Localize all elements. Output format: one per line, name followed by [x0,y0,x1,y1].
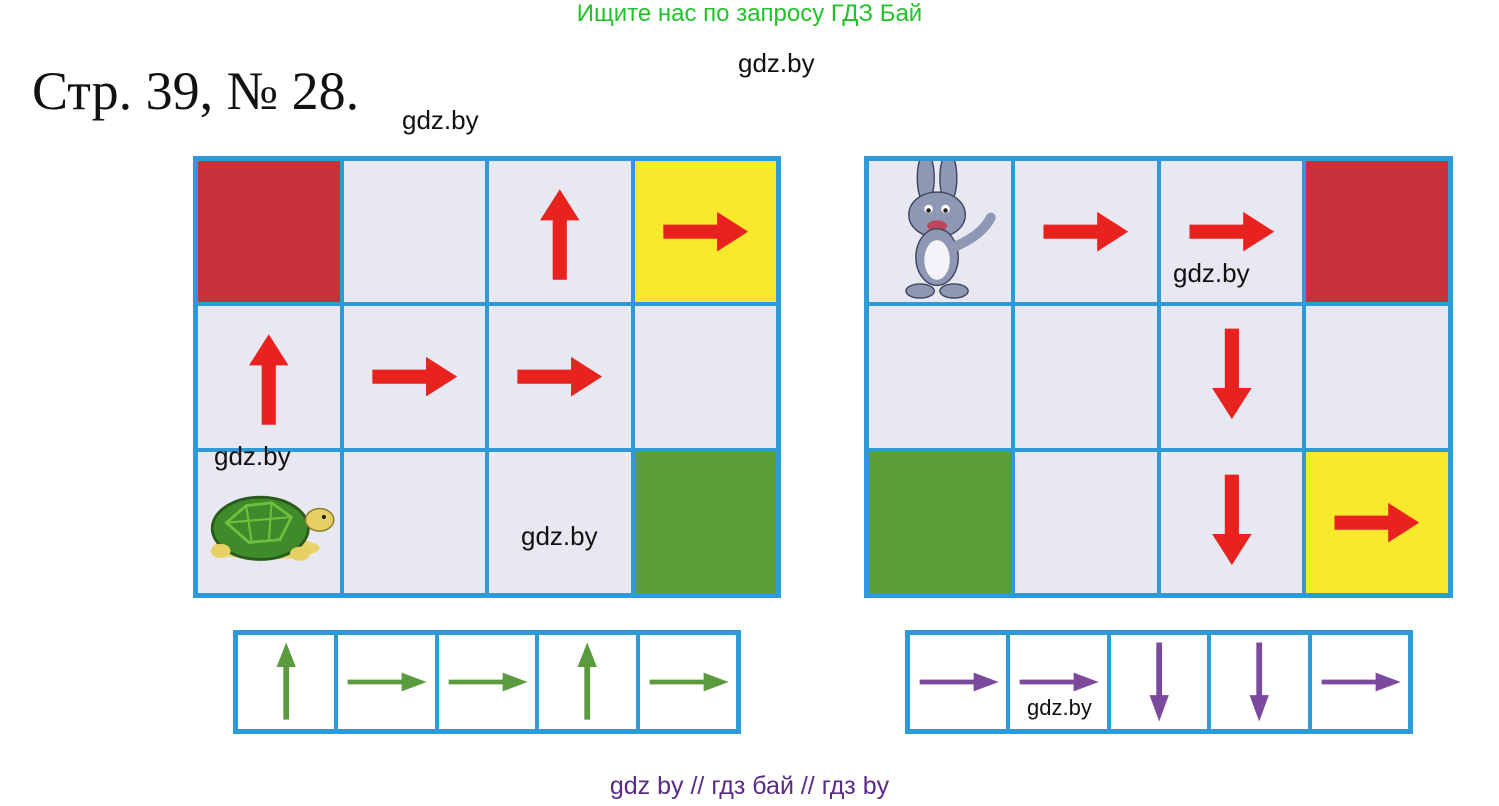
arrow-right-icon [348,672,428,692]
arrow-up-icon [276,642,296,720]
right-strip-cell [1309,633,1410,731]
arrow-down-icon [1249,642,1270,722]
left-green-square [632,449,778,595]
watermark: gdz.by [521,521,598,551]
arrow-up-icon [248,334,289,426]
right-cell [1304,304,1450,450]
right-grid [864,156,1453,598]
left-red-square [196,159,342,305]
arrow-right-icon [649,672,729,692]
arrow-up-icon [539,189,580,280]
left-cell-arrow-right [341,304,487,450]
right-strip-cell [1209,633,1310,731]
arrow-right-icon [1020,672,1100,692]
footer-links[interactable]: gdz by // гдз бай // гдз by [609,772,890,800]
right-cell [1012,449,1159,595]
arrow-right-icon [371,357,457,397]
right-cell-arrow-right [1158,159,1305,305]
left-grid [193,156,781,598]
right-yellow-square [1304,449,1450,595]
watermark: gdz.by [214,441,291,471]
left-cell-arrow-up [487,159,633,305]
left-strip-cell [236,633,337,731]
page-title: Стр. 39, № 28. [32,61,360,121]
watermark: gdz.by [402,105,479,135]
search-banner[interactable]: Ищите нас по запросу ГДЗ Бай [576,0,923,27]
left-strip-cell [637,633,738,731]
left-cell-arrow-up [196,304,342,450]
left-strip-cell [336,633,437,731]
arrow-up-icon [577,642,598,720]
arrow-down-icon [1211,474,1252,565]
arrow-right-icon [517,357,603,397]
arrow-right-icon [1321,672,1401,692]
left-cell [341,159,487,305]
left-cell [487,449,633,595]
arrow-right-icon [1334,502,1420,543]
right-arrow-strip [905,630,1413,734]
right-strip-cell [1108,633,1210,731]
right-strip-cell [908,633,1009,731]
right-cell [1012,304,1159,450]
left-strip-cell [436,633,538,731]
left-strip-cell [537,633,638,731]
right-green-square [867,449,1013,595]
left-turtle-cell [196,449,342,595]
arrow-right-icon [919,672,999,692]
left-arrow-strip [233,630,741,734]
turtle-icon [210,495,335,561]
rabbit-icon [905,161,996,299]
right-red-square [1304,159,1450,305]
arrow-down-icon [1211,328,1252,420]
right-rabbit-cell [867,159,1013,305]
watermark: gdz.by [1173,258,1250,288]
right-cell [867,304,1013,450]
arrow-right-icon [662,211,748,252]
arrow-down-icon [1149,642,1169,722]
left-yellow-square [632,159,778,305]
right-cell-arrow-down [1158,449,1305,595]
right-strip-cell [1008,633,1109,731]
left-cell [632,304,778,450]
watermark: gdz.by [1027,695,1092,720]
left-cell [341,449,487,595]
right-cell-arrow-right [1012,159,1159,305]
arrow-right-icon [1043,211,1129,252]
watermark: gdz.by [738,48,815,78]
right-cell-arrow-down [1158,304,1305,450]
arrow-right-icon [448,672,528,692]
left-cell-arrow-right [487,304,633,450]
arrow-right-icon [1188,211,1274,252]
